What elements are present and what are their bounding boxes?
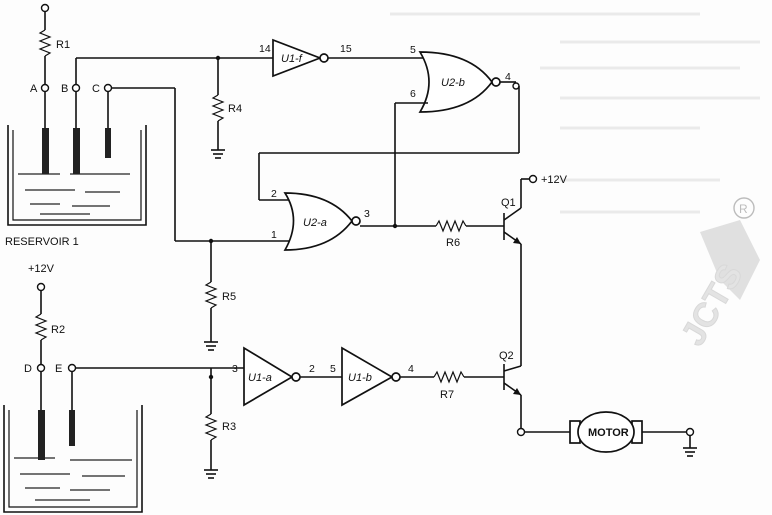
r2-label: R2 xyxy=(51,324,65,336)
probe-b-terminal xyxy=(71,83,81,93)
r6-label: R6 xyxy=(446,237,460,249)
resistor-r6 xyxy=(435,219,467,233)
gate-u1a xyxy=(243,346,301,407)
svg-text:R: R xyxy=(739,202,748,216)
ground-motor xyxy=(683,447,697,457)
u1f-label: U1-f xyxy=(281,53,303,65)
gate-u1b xyxy=(341,346,401,407)
probe-d-label: D xyxy=(24,363,32,375)
reservoir-2-tank xyxy=(3,405,143,513)
q2-label: Q2 xyxy=(499,350,514,362)
vcc-terminal-right xyxy=(528,174,538,184)
background-print-through xyxy=(390,12,760,214)
u1f-pin-in: 14 xyxy=(259,43,271,55)
resistor-r2 xyxy=(34,313,48,341)
probe-e-rod xyxy=(69,410,75,446)
ground-r4 xyxy=(211,149,225,159)
reservoir-1-label: RESERVOIR 1 xyxy=(5,236,79,248)
probe-e-label: E xyxy=(55,363,62,375)
vcc-right-label: +12V xyxy=(541,174,568,186)
ground-r5 xyxy=(204,341,218,351)
probe-c-terminal xyxy=(103,83,113,93)
resistor-r1 xyxy=(38,29,52,57)
r5-label: R5 xyxy=(222,291,236,303)
u1a-label: U1-a xyxy=(248,372,272,384)
probe-a-terminal xyxy=(40,83,50,93)
u2b-pin-out: 4 xyxy=(505,71,511,83)
probe-b-rod xyxy=(73,128,80,174)
u2b-pin-a: 5 xyxy=(410,44,416,56)
r3-label: R3 xyxy=(222,421,236,433)
probe-c-label: C xyxy=(92,83,100,95)
probe-a-label: A xyxy=(30,83,38,95)
resistor-r3 xyxy=(204,413,218,441)
reservoir-1-tank xyxy=(7,125,147,226)
vcc-terminal-left xyxy=(36,282,46,292)
u2a-pin-a: 2 xyxy=(271,188,277,200)
motor xyxy=(569,411,643,453)
u1a-pin-in: 3 xyxy=(232,363,238,375)
jcts-watermark-logo: R JCTS xyxy=(674,197,760,353)
gate-u2b xyxy=(418,51,501,113)
vcc-terminal-top xyxy=(40,3,50,13)
vcc-left-label: +12V xyxy=(28,263,55,275)
transistor-q2 xyxy=(503,364,522,396)
u2a-label: U2-a xyxy=(303,217,327,229)
gate-u2a xyxy=(283,192,361,251)
u1b-pin-out: 4 xyxy=(408,363,414,375)
u2b-pin-b: 6 xyxy=(410,88,416,100)
resistor-r4 xyxy=(211,94,225,122)
svg-text:JCTS: JCTS xyxy=(674,258,750,352)
probe-b-label: B xyxy=(61,83,68,95)
r7-label: R7 xyxy=(440,389,454,401)
q1-label: Q1 xyxy=(501,197,516,209)
u1f-pin-out: 15 xyxy=(340,43,352,55)
u2a-pin-b: 1 xyxy=(271,229,277,241)
u2a-pin-out: 3 xyxy=(364,208,370,220)
u1b-label: U1-b xyxy=(348,372,372,384)
r4-label: R4 xyxy=(228,103,242,115)
r1-label: R1 xyxy=(56,39,70,51)
probe-c-rod xyxy=(105,128,111,158)
resistor-r7 xyxy=(433,370,465,384)
probe-e-terminal xyxy=(67,363,77,373)
probe-d-terminal xyxy=(36,363,46,373)
ground-r3 xyxy=(204,469,218,479)
gate-u1f xyxy=(272,38,329,78)
u2b-label: U2-b xyxy=(441,77,465,89)
u1a-pin-out: 2 xyxy=(309,363,315,375)
transistor-q1 xyxy=(503,207,522,245)
probe-d-rod xyxy=(38,410,45,460)
motor-label: MOTOR xyxy=(588,427,629,439)
u1b-pin-in: 5 xyxy=(330,363,336,375)
probe-a-rod xyxy=(42,128,49,174)
resistor-r5 xyxy=(204,281,218,309)
